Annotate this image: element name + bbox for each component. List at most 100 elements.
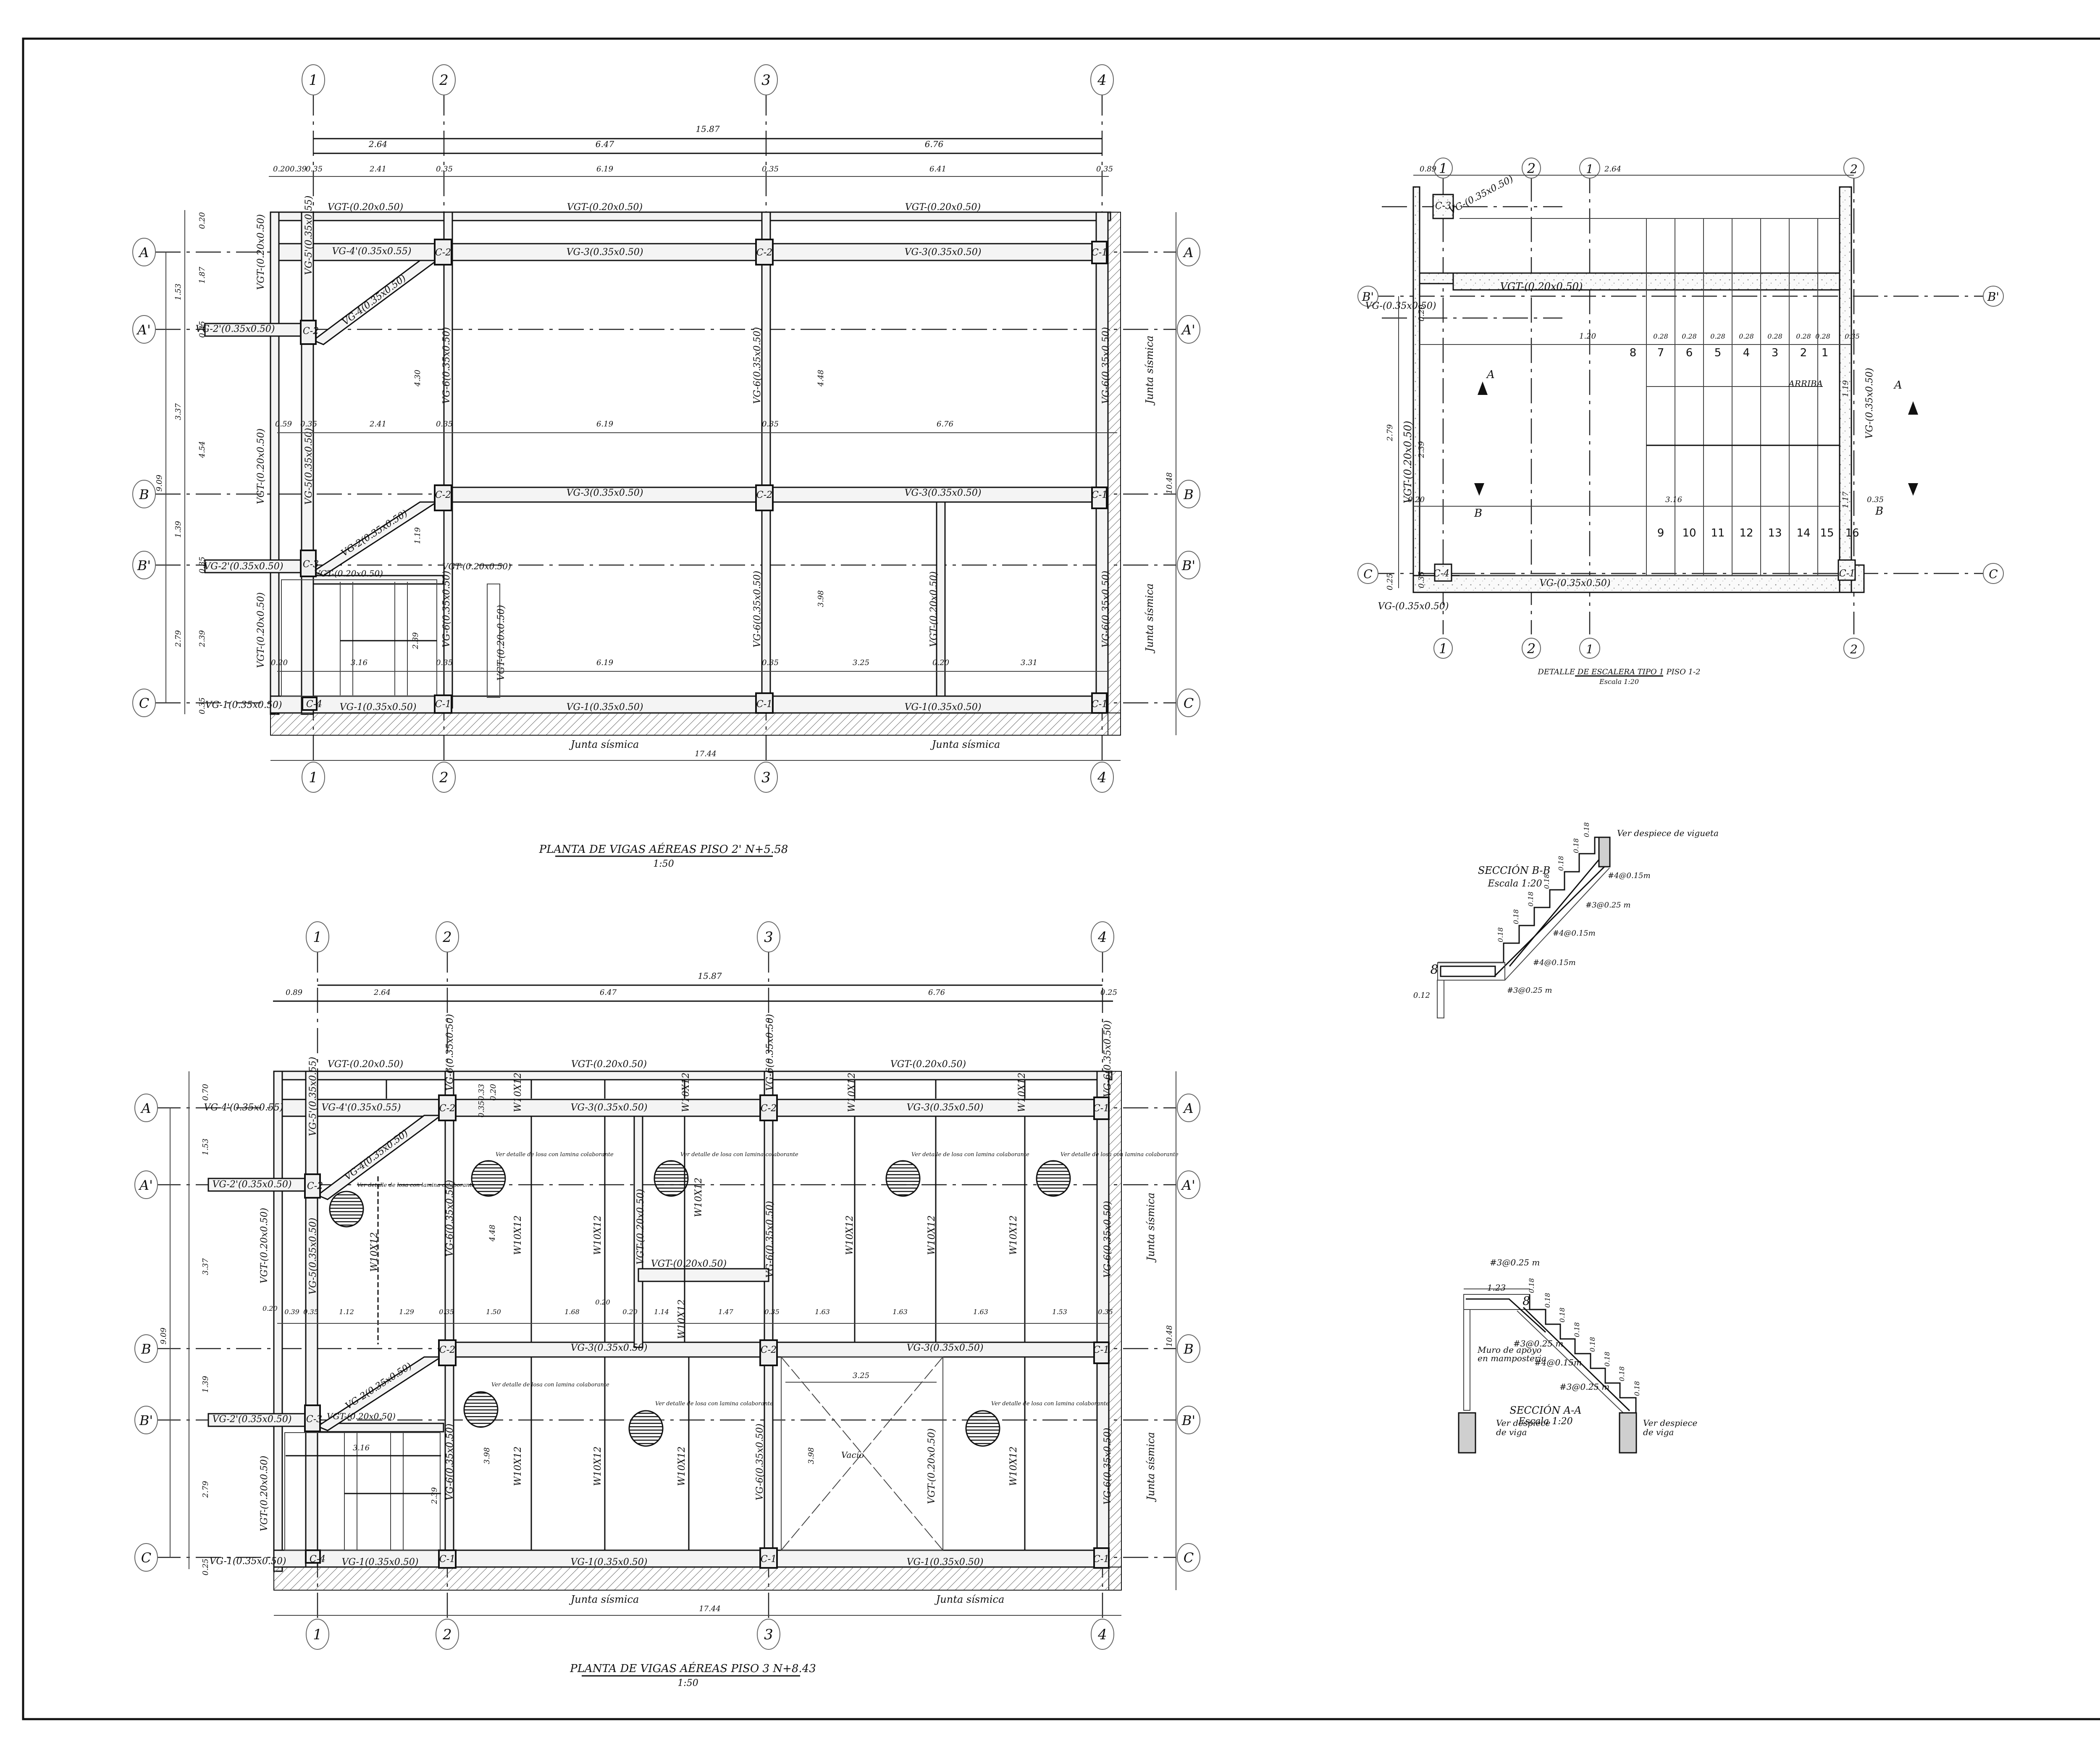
svg-text:VG-1(0.35x0.50): VG-1(0.35x0.50) (205, 700, 282, 710)
axis-bubble-4-p2-bottom: 4 (1091, 1619, 1114, 1650)
svg-text:VG-6(0.35x0.50): VG-6(0.35x0.50) (752, 571, 763, 648)
svg-text:14: 14 (1796, 527, 1810, 539)
svg-text:3.16: 3.16 (353, 1444, 370, 1452)
svg-text:0.18: 0.18 (1512, 909, 1520, 924)
svg-text:VGT-(0.20x0.50): VGT-(0.20x0.50) (256, 592, 266, 668)
svg-text:#4@0.15m: #4@0.15m (1534, 1357, 1582, 1367)
axis-bubble-2-bottom: 2 (432, 762, 456, 793)
svg-text:0.18: 0.18 (1496, 927, 1504, 942)
svg-text:VG-2'(0.35x0.50): VG-2'(0.35x0.50) (213, 1179, 292, 1190)
svg-text:1.53: 1.53 (174, 284, 183, 300)
svg-text:VG-2'(0.35x0.50): VG-2'(0.35x0.50) (204, 561, 284, 572)
svg-text:Junta sísmica: Junta sísmica (934, 1594, 1005, 1605)
svg-text:2.79: 2.79 (201, 1481, 210, 1498)
svg-text:1.63: 1.63 (973, 1308, 988, 1316)
svg-text:VG-3(0.35x0.50): VG-3(0.35x0.50) (567, 247, 643, 258)
svg-text:VG-5'(0.35x0.55): VG-5'(0.35x0.55) (308, 1057, 318, 1136)
svg-text:0.28: 0.28 (1767, 332, 1782, 340)
svg-text:1.29: 1.29 (399, 1308, 414, 1316)
svg-text:C: C (1989, 567, 1998, 581)
svg-text:VGT-(0.20x0.50): VGT-(0.20x0.50) (571, 1059, 647, 1070)
axis-bubble-1-p2-bottom: 1 (306, 1619, 329, 1650)
svg-text:0.33: 0.33 (477, 1084, 486, 1101)
svg-text:0.70: 0.70 (201, 1084, 210, 1101)
svg-text:3: 3 (764, 1626, 773, 1643)
stair-outline (281, 579, 437, 697)
svg-text:9: 9 (1657, 527, 1664, 539)
svg-text:0.25: 0.25 (1100, 988, 1117, 997)
svg-text:0.35: 0.35 (764, 1308, 780, 1316)
svg-text:0.35: 0.35 (477, 1101, 486, 1118)
svg-text:0.35: 0.35 (300, 420, 317, 429)
svg-text:W10X12: W10X12 (681, 1073, 691, 1112)
svg-text:Ver detalle de losa con lamina: Ver detalle de losa con lamina colaboran… (911, 1152, 1029, 1158)
axis-bubble-Aprime-p2: A' (134, 1170, 158, 1199)
svg-text:A: A (140, 1100, 151, 1116)
svg-text:C-4: C-4 (1433, 568, 1449, 579)
svg-text:C-2: C-2 (756, 247, 772, 258)
axis-bubble-1: 1 (302, 64, 325, 95)
svg-text:1: 1 (1822, 347, 1829, 359)
svg-text:1.63: 1.63 (892, 1308, 908, 1316)
svg-text:8: 8 (1430, 962, 1438, 977)
svg-text:Escala 1:20: Escala 1:20 (1518, 1416, 1572, 1427)
axis-bubble-B-right: B (1177, 480, 1200, 508)
svg-text:VGT-(0.20x0.50): VGT-(0.20x0.50) (651, 1259, 727, 1269)
axis-bubble-1-stair-bottom: 1 (1433, 638, 1453, 659)
svg-text:17.44: 17.44 (695, 749, 717, 758)
svg-text:VG-6(0.35x0.50): VG-6(0.35x0.50) (752, 327, 763, 404)
seismic-joint-bottom-p2 (273, 1567, 1122, 1591)
svg-text:C-2: C-2 (761, 1345, 777, 1355)
svg-text:1.23: 1.23 (1487, 1283, 1506, 1293)
axis-bubble-1-stair-bot: 1 (1579, 638, 1600, 659)
svg-text:0.35: 0.35 (198, 697, 207, 714)
svg-text:Ver detalle de losa con lamina: Ver detalle de losa con lamina colaboran… (1060, 1152, 1179, 1158)
svg-text:VG-2(0.35x0.50): VG-2(0.35x0.50) (344, 1361, 414, 1412)
svg-text:VG-1(0.35x0.50): VG-1(0.35x0.50) (907, 1557, 984, 1567)
axis-bubble-Bprime-p2-right: B' (1177, 1406, 1200, 1434)
svg-text:A: A (1182, 1100, 1193, 1116)
stair-treads (1460, 218, 1840, 576)
svg-text:3.25: 3.25 (853, 1371, 869, 1380)
axis-bubble-A-p2-right: A (1177, 1094, 1200, 1122)
axis-bubble-B: B (132, 480, 156, 508)
svg-text:0.25: 0.25 (1386, 573, 1394, 590)
svg-text:W10X12: W10X12 (593, 1446, 603, 1486)
svg-text:A: A (1486, 368, 1495, 381)
svg-text:3.25: 3.25 (853, 658, 869, 667)
slab-detail-marker-1: Ver detalle de losa con lamina colaboran… (329, 1182, 475, 1228)
svg-text:3.31: 3.31 (1021, 658, 1037, 667)
svg-text:1.20: 1.20 (1579, 332, 1596, 341)
svg-text:2.41: 2.41 (369, 165, 386, 174)
svg-text:2.64: 2.64 (368, 139, 388, 149)
svg-text:3.16: 3.16 (351, 658, 368, 667)
svg-text:VG-6(0.35x0.50): VG-6(0.35x0.50) (1102, 1201, 1113, 1278)
svg-text:VG-3(0.35x0.50): VG-3(0.35x0.50) (567, 488, 643, 498)
axis-bubble-1-p2: 1 (306, 921, 329, 952)
axis-bubble-C-stair: C (1357, 563, 1378, 584)
svg-text:B': B' (139, 1412, 153, 1428)
stair-column-c3: C-3 (1432, 194, 1454, 219)
svg-text:VG-4(0.35x0.50): VG-4(0.35x0.50) (343, 1128, 410, 1183)
svg-text:VG-3(0.35x0.50): VG-3(0.35x0.50) (907, 1343, 984, 1353)
svg-text:Ver detalle de losa con lamina: Ver detalle de losa con lamina colaboran… (655, 1401, 773, 1407)
svg-text:0.39: 0.39 (284, 1308, 299, 1316)
slab-detail-marker-5: Ver detalle de losa con lamina colaboran… (1036, 1152, 1179, 1197)
svg-text:4.48: 4.48 (488, 1225, 497, 1242)
axis-bubble-C: C (132, 689, 156, 717)
svg-text:0.28: 0.28 (1739, 332, 1754, 340)
svg-text:10.48: 10.48 (1165, 472, 1174, 494)
svg-text:C-4: C-4 (306, 699, 322, 710)
svg-text:en mamposteria: en mamposteria (1478, 1353, 1546, 1363)
plan1-title: PLANTA DE VIGAS AÉREAS PISO 2' N+5.58 (539, 842, 788, 856)
svg-text:VG-6(0.35x0.50): VG-6(0.35x0.50) (445, 1180, 455, 1257)
svg-text:6.76: 6.76 (928, 988, 945, 997)
svg-text:ARRIBA: ARRIBA (1788, 379, 1823, 389)
svg-text:VGT-(0.20x0.50): VGT-(0.20x0.50) (496, 605, 507, 681)
svg-text:B: B (1474, 507, 1482, 520)
svg-text:0.35: 0.35 (1417, 571, 1426, 588)
svg-text:1: 1 (309, 72, 318, 89)
svg-text:15.87: 15.87 (696, 124, 720, 134)
svg-text:VGT-(0.20x0.50): VGT-(0.20x0.50) (567, 202, 643, 213)
svg-text:4.48: 4.48 (816, 370, 825, 387)
